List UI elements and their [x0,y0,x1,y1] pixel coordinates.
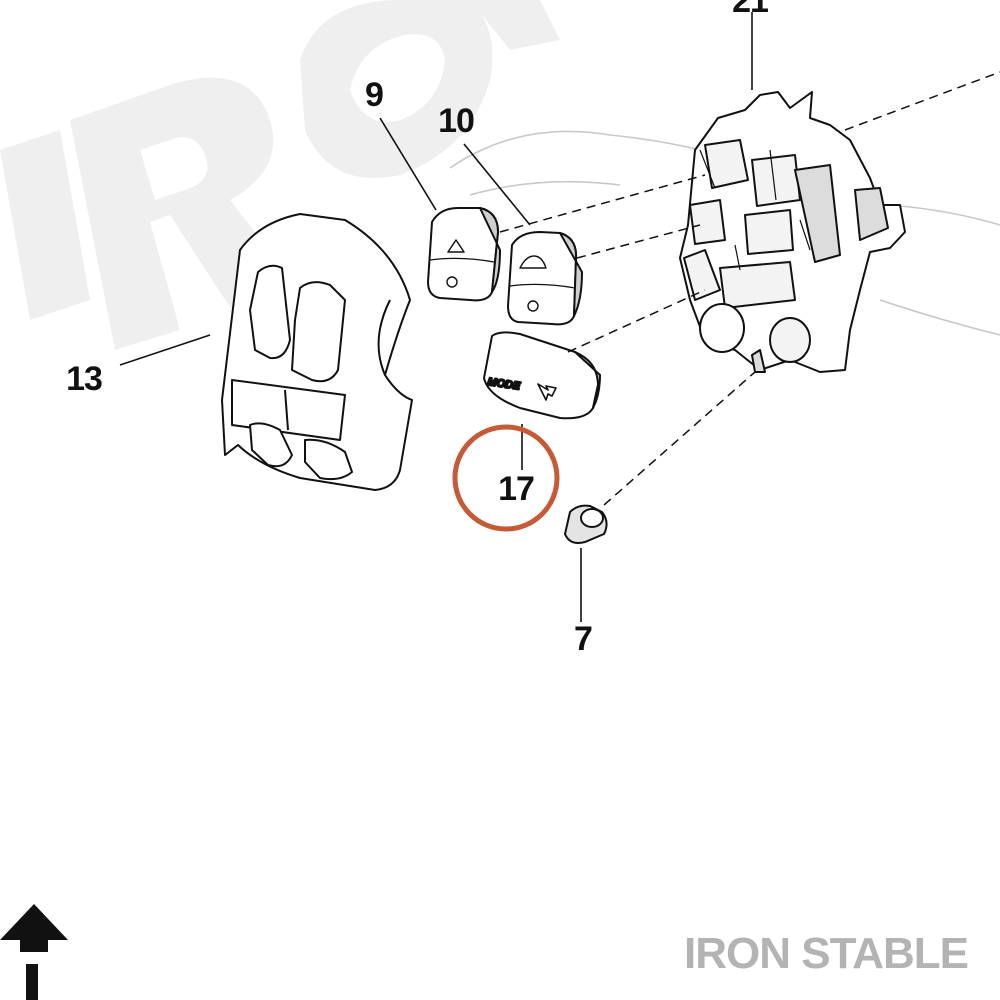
handlebar-ghost [449,130,1000,336]
return-icon [527,300,539,312]
cap-7[interactable] [563,504,608,544]
switch-assembly-21[interactable] [679,91,906,373]
callout-13: 13 [66,360,102,398]
leader-lines [119,12,753,622]
callout-10: 10 [438,102,474,140]
hazard-button-9[interactable] [427,207,501,302]
mode-label: MODE [487,376,522,393]
return-icon [446,276,458,288]
cruise-car-icon [519,255,547,269]
callout-21: 21 [732,0,768,20]
callout-17: 17 [498,470,534,508]
cruise-button-10[interactable] [507,231,583,326]
watermark: IRON STABLE [684,929,968,978]
arrow-up-icon [0,904,68,1000]
hazard-triangle-icon [447,239,465,253]
arrow-right-icon [537,383,557,401]
callout-7: 7 [574,620,592,658]
callout-9: 9 [365,76,383,114]
dashed-reference-lines [499,71,1000,506]
mode-button-17[interactable]: MODE [483,331,601,420]
highlight-circle [452,424,560,532]
switch-housing-13[interactable] [221,213,413,491]
